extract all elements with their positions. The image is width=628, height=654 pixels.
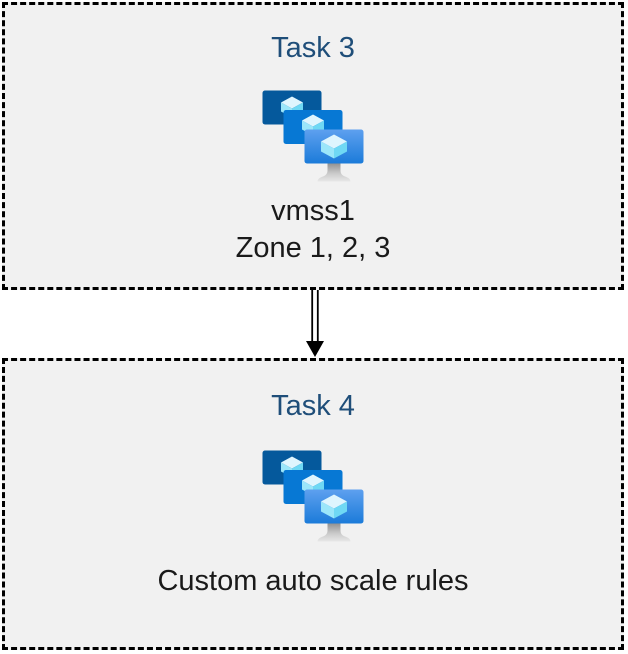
down-arrow-connector xyxy=(306,290,324,357)
task3-box: Task 3 vmss1 Zone 1, 2, 3 xyxy=(2,2,624,290)
vmss-name-label: vmss1 xyxy=(271,195,355,227)
task4-box: Task 4 Custom auto scale rules xyxy=(2,358,624,650)
vmss-zones-label: Zone 1, 2, 3 xyxy=(235,232,391,264)
task3-title: Task 3 xyxy=(271,32,355,64)
vm-scale-sets-icon xyxy=(261,449,365,543)
autoscale-rules-label: Custom auto scale rules xyxy=(157,565,469,597)
task4-title: Task 4 xyxy=(271,390,355,422)
vm-scale-sets-icon xyxy=(261,89,365,183)
